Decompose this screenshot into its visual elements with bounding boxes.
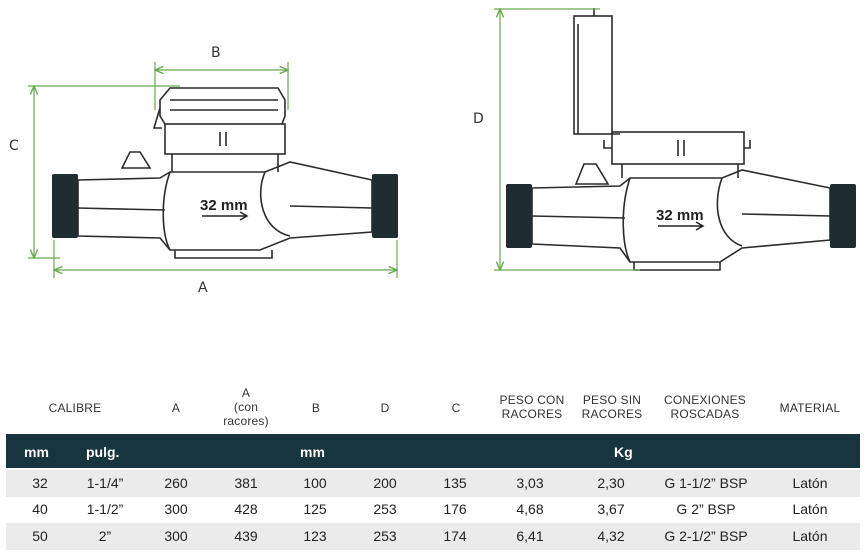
cell-peso-con: 3,03 (516, 475, 544, 491)
left-connector-outlet (372, 174, 398, 238)
left-connector-inlet (52, 174, 78, 238)
header-peso-sin-line2: RACORES (581, 407, 643, 421)
unit-kg: Kg (614, 444, 633, 460)
header-conexiones-line2: ROSCADAS (670, 407, 740, 421)
cell-b: 100 (303, 475, 327, 491)
cell-peso-sin: 4,32 (597, 528, 625, 544)
header-b: B (296, 401, 336, 415)
header-peso-con-line2: RACORES (501, 407, 563, 421)
cell-a: 300 (164, 501, 188, 517)
cell-d: 253 (373, 501, 397, 517)
cell-conexion: G 1-1/2” BSP (664, 475, 748, 491)
cell-b: 123 (303, 528, 327, 544)
header-b-text: B (311, 401, 321, 415)
right-connector-inlet (506, 184, 532, 248)
cell-material: Latón (792, 475, 828, 491)
meter-size-label-right: 32 mm (656, 207, 704, 224)
cell-peso-con: 4,68 (516, 501, 544, 517)
cell-conexion: G 2-1/2” BSP (664, 528, 748, 544)
meter-technical-drawings: 32 mm 32 mm (28, 0, 856, 278)
header-c: C (436, 401, 476, 415)
dimension-lines-left (28, 62, 397, 278)
meter-drawing-closed (77, 87, 373, 259)
header-peso-con-line1: PESO CON (499, 393, 565, 407)
cell-d: 253 (373, 528, 397, 544)
header-d-text: D (380, 401, 390, 415)
cell-mm: 50 (32, 528, 48, 544)
cell-material: Latón (792, 501, 828, 517)
cell-peso-con: 6,41 (516, 528, 544, 544)
dimension-label-c: C (9, 138, 19, 154)
header-calibre-text: CALIBRE (48, 401, 102, 415)
header-conexiones-line1: CONEXIONES (663, 393, 746, 407)
cell-c: 135 (443, 475, 467, 491)
dimension-label-d: D (473, 111, 484, 127)
cell-material: Latón (792, 528, 828, 544)
header-a-line2: (con (233, 400, 259, 414)
table-row (6, 523, 860, 550)
unit-mm-calibre: mm (24, 444, 49, 460)
cell-a: 260 (164, 475, 188, 491)
cell-mm: 32 (32, 475, 48, 491)
cell-pulg: 2” (98, 528, 112, 544)
cell-conexion: G 2” BSP (676, 501, 736, 517)
header-peso-sin-racores: PESO SIN RACORES (576, 393, 648, 421)
unit-pulg: pulg. (86, 444, 120, 460)
header-a-line3: racores) (223, 414, 269, 428)
table-row (6, 470, 860, 497)
meter-size-label-left: 32 mm (200, 197, 248, 214)
cell-pulg: 1-1/4” (86, 475, 124, 491)
cell-b: 125 (303, 501, 327, 517)
unit-mm-dimensions: mm (300, 444, 325, 460)
cell-a-racores: 381 (234, 475, 258, 491)
header-conexiones-roscadas: CONEXIONES ROSCADAS (656, 393, 754, 421)
cell-a-racores: 428 (234, 501, 258, 517)
header-d: D (365, 401, 405, 415)
cell-peso-sin: 2,30 (597, 475, 625, 491)
cell-d: 200 (373, 475, 397, 491)
header-peso-con-racores: PESO CON RACORES (494, 393, 570, 421)
dimension-lines-right (494, 9, 640, 270)
cell-peso-sin: 3,67 (597, 501, 625, 517)
flow-arrow-icon (202, 211, 249, 221)
header-material-text: MATERIAL (779, 401, 841, 415)
cell-c: 176 (443, 501, 467, 517)
header-calibre: CALIBRE (30, 401, 120, 415)
header-a-line1: A (241, 386, 251, 400)
header-material: MATERIAL (770, 401, 850, 415)
cell-a-racores: 439 (234, 528, 258, 544)
units-header-bar (6, 434, 860, 468)
cell-pulg: 1-1/2” (86, 501, 124, 517)
header-a: A (156, 401, 196, 415)
dimension-label-b: B (211, 45, 221, 61)
flow-arrow-icon (658, 221, 705, 231)
meter-drawing-open (531, 8, 831, 271)
cell-c: 174 (443, 528, 467, 544)
header-a-con-racores: A (con racores) (214, 386, 278, 428)
cell-mm: 40 (32, 501, 48, 517)
header-a-text: A (171, 401, 181, 415)
dimension-label-a: A (198, 280, 208, 296)
header-c-text: C (451, 401, 461, 415)
right-connector-outlet (830, 184, 856, 248)
cell-a: 300 (164, 528, 188, 544)
header-peso-sin-line1: PESO SIN (582, 393, 642, 407)
